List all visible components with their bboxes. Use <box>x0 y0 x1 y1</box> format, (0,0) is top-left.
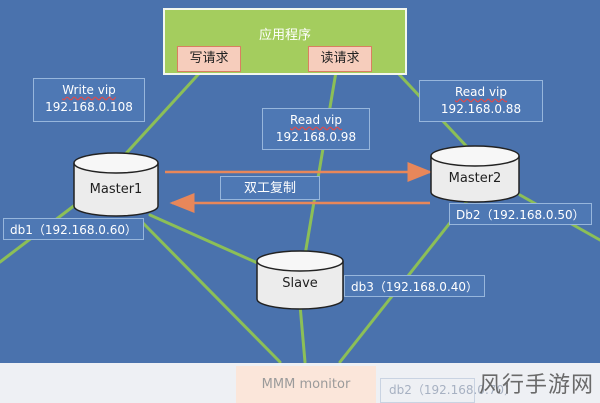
read-vip-center-box: Read vip 192.168.0.98 <box>262 108 370 150</box>
database-cylinder-icon <box>256 250 344 310</box>
master1-database[interactable]: Master1 <box>73 152 159 218</box>
master1-name: Master1 <box>89 182 143 197</box>
replication-label: 双工复制 <box>220 176 320 200</box>
mmm-monitor-box[interactable]: MMM monitor <box>236 366 376 403</box>
read-vip-right-ip: 192.168.0.88 <box>440 102 522 116</box>
watermark-text: 风行手游网 <box>478 373 594 398</box>
write-request-button[interactable]: 写请求 <box>177 46 241 72</box>
link-write-to-master1 <box>118 64 208 162</box>
link-slave-to-monitor <box>298 303 307 364</box>
write-vip-title: Write vip <box>62 83 116 97</box>
read-request-button[interactable]: 读请求 <box>308 46 372 72</box>
read-vip-center-title: Read vip <box>289 113 343 127</box>
write-vip-ip: 192.168.0.108 <box>45 100 133 114</box>
slave-label: db3（192.168.0.40） <box>344 275 486 297</box>
master1-label: db1（192.168.0.60） <box>3 218 145 240</box>
slave-name: Slave <box>282 276 318 291</box>
master2-label: Db2（192.168.0.50） <box>449 203 592 225</box>
monitor-db-label: db2（192.168.0.70） <box>380 378 516 403</box>
link-master1-to-slave <box>148 213 264 267</box>
write-vip-box: Write vip 192.168.0.108 <box>33 78 145 122</box>
slave-database[interactable]: Slave <box>256 250 344 310</box>
application-title: 应用程序 <box>258 28 311 43</box>
master2-name: Master2 <box>448 171 502 186</box>
database-cylinder-icon <box>430 145 520 203</box>
read-vip-right-title: Read vip <box>454 85 508 99</box>
database-cylinder-icon <box>73 152 159 217</box>
master2-database[interactable]: Master2 <box>430 145 520 203</box>
application-box: 应用程序 写请求 读请求 <box>163 8 407 75</box>
link-read-to-slave <box>303 64 339 257</box>
read-vip-right-box: Read vip 192.168.0.88 <box>419 80 543 122</box>
read-vip-center-ip: 192.168.0.98 <box>275 130 357 144</box>
link-master1-to-monitor <box>138 218 282 364</box>
